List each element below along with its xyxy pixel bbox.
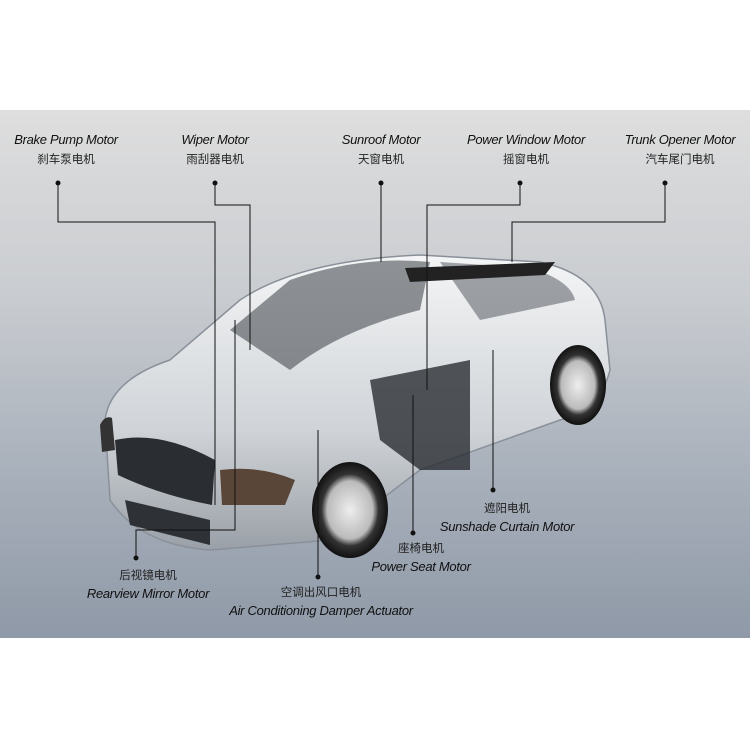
label-brake-pump-motor: Brake Pump Motor 刹车泵电机	[14, 132, 118, 167]
label-air-conditioning-damper-actuator: 空调出风口电机 Air Conditioning Damper Actuator	[229, 584, 413, 618]
label-zh: 空调出风口电机	[280, 585, 362, 599]
grille	[115, 437, 215, 505]
label-zh: 遮阳电机	[484, 501, 530, 515]
label-en: Power Seat Motor	[371, 559, 471, 574]
seat	[370, 360, 470, 470]
label-zh: 摇窗电机	[503, 152, 549, 166]
label-trunk-opener-motor: Trunk Opener Motor 汽车尾门电机	[625, 132, 736, 167]
label-rearview-mirror-motor: 后视镜电机 Rearview Mirror Motor	[86, 567, 210, 601]
label-en: Rearview Mirror Motor	[86, 586, 210, 601]
label-en: Sunshade Curtain Motor	[439, 519, 575, 534]
sunroof-panel	[405, 262, 555, 282]
leader-dots	[55, 180, 668, 580]
label-power-seat-motor: 座椅电机 Power Seat Motor	[371, 540, 471, 574]
label-en: Sunroof Motor	[341, 132, 421, 147]
car-body	[100, 254, 611, 551]
label-en: Air Conditioning Damper Actuator	[229, 603, 413, 618]
label-zh: 天窗电机	[357, 152, 404, 166]
label-sunroof-motor: Sunroof Motor 天窗电机	[341, 132, 421, 167]
label-zh: 后视镜电机	[119, 568, 177, 582]
rear-wheel	[550, 345, 606, 425]
label-sunshade-curtain-motor: 遮阳电机 Sunshade Curtain Motor	[439, 500, 575, 534]
leader-lines	[57, 183, 666, 577]
label-zh: 刹车泵电机	[37, 152, 95, 166]
label-zh: 雨刮器电机	[186, 152, 244, 166]
label-en: Power Window Motor	[466, 132, 586, 147]
label-en: Brake Pump Motor	[14, 132, 118, 147]
label-zh: 汽车尾门电机	[645, 152, 715, 166]
headlight	[220, 468, 295, 505]
label-zh: 座椅电机	[398, 541, 444, 555]
front-wheel	[312, 462, 388, 558]
label-en: Trunk Opener Motor	[624, 132, 736, 147]
label-wiper-motor: Wiper Motor 雨刮器电机	[181, 132, 249, 167]
label-power-window-motor: Power Window Motor 摇窗电机	[467, 132, 585, 167]
label-en: Wiper Motor	[181, 132, 249, 147]
